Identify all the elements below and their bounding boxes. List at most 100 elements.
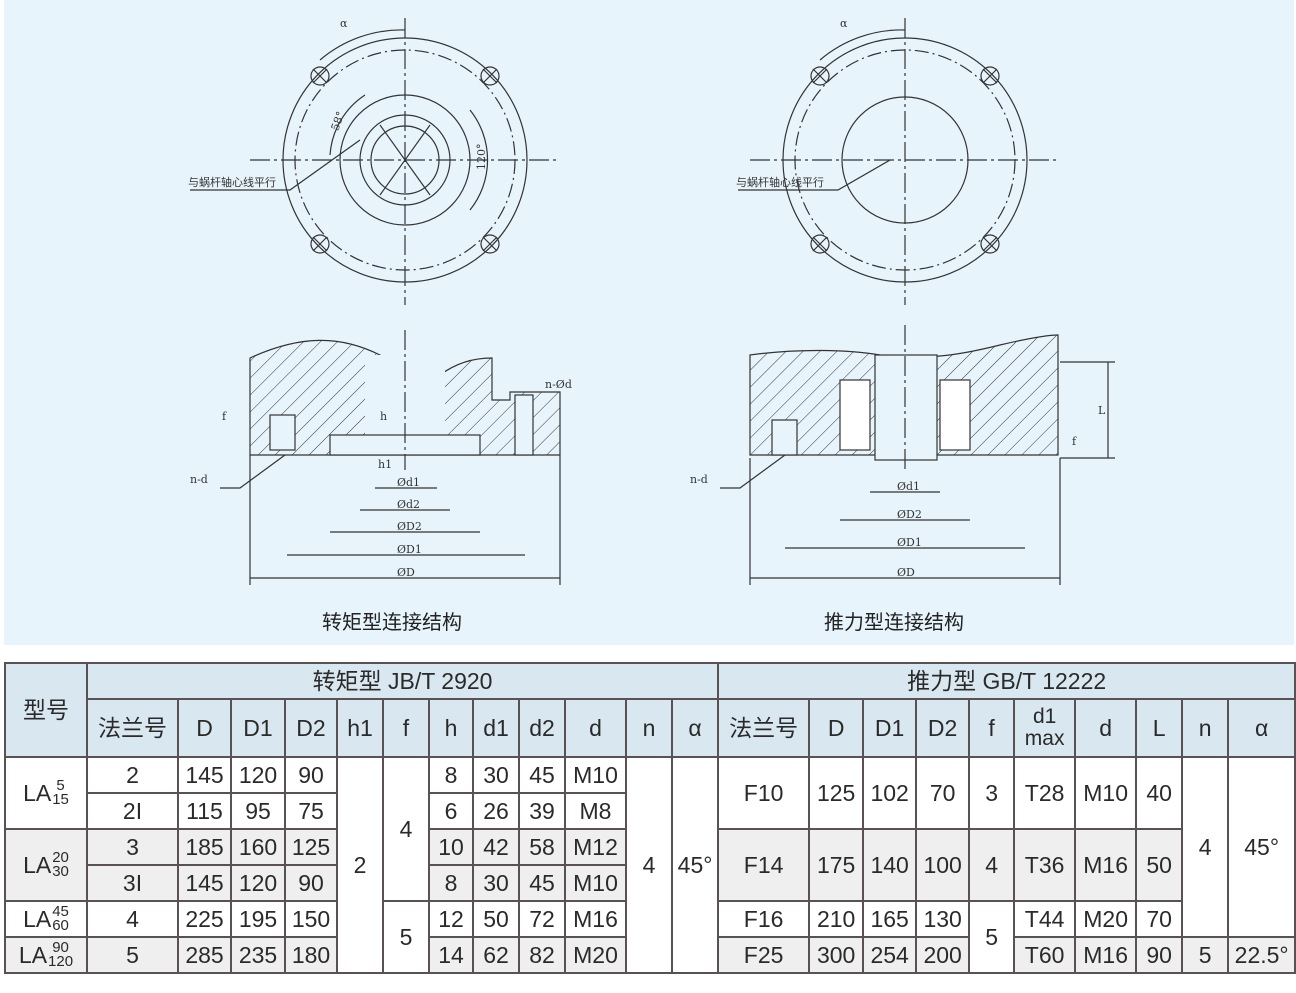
table-cell: 285 bbox=[177, 936, 232, 974]
table-cell: 2 bbox=[86, 756, 179, 794]
table-cell: 160 bbox=[230, 828, 286, 866]
table-cell: 50 bbox=[472, 900, 520, 938]
col-header: D1 bbox=[230, 698, 286, 758]
torque-h-label: h bbox=[380, 410, 387, 423]
table-cell: 235 bbox=[230, 936, 286, 974]
table-cell: 200 bbox=[915, 936, 971, 974]
model-sub: 120 bbox=[48, 953, 74, 970]
table-cell: M10 bbox=[564, 756, 627, 794]
table-cell: F25 bbox=[717, 936, 811, 974]
table-cell: 120 bbox=[230, 864, 286, 902]
table-cell: 185 bbox=[177, 828, 232, 866]
col-header: h1 bbox=[336, 698, 384, 758]
table-cell: 175 bbox=[808, 828, 865, 902]
model-sup: 90 bbox=[52, 939, 69, 956]
col-header: 法兰号 bbox=[86, 698, 179, 758]
table-cell: 58 bbox=[518, 828, 566, 866]
table-cell: 75 bbox=[284, 792, 338, 830]
model-sub: 60 bbox=[52, 917, 69, 934]
table-cell: 72 bbox=[518, 900, 566, 938]
torque-angle2-label: 120° bbox=[475, 144, 488, 171]
table-cell: 165 bbox=[862, 900, 918, 938]
table-cell: 82 bbox=[518, 936, 566, 974]
model-base: LA bbox=[23, 906, 52, 932]
f-cell: 5 bbox=[382, 900, 430, 974]
thrust-nd-label: n-d bbox=[690, 473, 708, 486]
table-cell: 26 bbox=[472, 792, 520, 830]
col-header: f bbox=[382, 698, 430, 758]
table-cell: 45 bbox=[518, 864, 566, 902]
thrust-caption: 推力型连接结构 bbox=[824, 610, 964, 634]
thrust-note-label: 与蜗杆轴心线平行 bbox=[736, 175, 824, 189]
table-cell: T44 bbox=[1013, 900, 1077, 938]
table-cell: F10 bbox=[717, 756, 811, 830]
table-cell: 70 bbox=[1135, 900, 1184, 938]
torque-h1-label: h1 bbox=[378, 458, 392, 471]
table-cell: 195 bbox=[230, 900, 286, 938]
f-cell: 5 bbox=[968, 900, 1016, 974]
thrust-L-label: L bbox=[1098, 404, 1106, 417]
torque-alpha-label: α bbox=[340, 17, 348, 30]
table-cell: 4 bbox=[968, 828, 1016, 902]
table-cell: 8 bbox=[428, 756, 474, 794]
thrust-top-view: α 与蜗杆轴心线平行 bbox=[736, 17, 1060, 305]
col-header: α bbox=[1227, 698, 1296, 758]
table-cell: 42 bbox=[472, 828, 520, 866]
col-header: n bbox=[625, 698, 673, 758]
table-cell: T28 bbox=[1013, 756, 1077, 830]
table-cell: 62 bbox=[472, 936, 520, 974]
bolt-hole-icons bbox=[810, 66, 1000, 254]
col-header: n bbox=[1181, 698, 1230, 758]
table-cell: 102 bbox=[862, 756, 918, 830]
model-header: 型号 bbox=[4, 662, 88, 758]
torque-caption: 转矩型连接结构 bbox=[322, 610, 462, 634]
col-header: d bbox=[564, 698, 627, 758]
col-header: D2 bbox=[915, 698, 971, 758]
table-cell: 3I bbox=[86, 864, 179, 902]
table-cell: 150 bbox=[284, 900, 338, 938]
drawing-area: α 58° 120° 与蜗杆轴心线平行 α 与蜗杆轴心线平行 ØD ØD1 ØD… bbox=[4, 0, 1294, 645]
table-cell: T60 bbox=[1013, 936, 1077, 974]
table-cell: 210 bbox=[808, 900, 865, 938]
torque-section-view: ØD ØD1 ØD2 Ød2 Ød1 n-d n-Ød f h h1 bbox=[190, 330, 572, 585]
table-cell: 95 bbox=[230, 792, 286, 830]
flange-spec-table: 型号 转矩型 JB/T 2920 推力型 GB/T 12222 法兰号 D D1… bbox=[4, 662, 1296, 974]
table-cell: 300 bbox=[808, 936, 865, 974]
table-cell: 3 bbox=[86, 828, 179, 866]
model-sub: 15 bbox=[52, 791, 69, 808]
table-cell: 3 bbox=[968, 756, 1016, 830]
technical-drawings: α 58° 120° 与蜗杆轴心线平行 α 与蜗杆轴心线平行 ØD ØD1 ØD… bbox=[188, 17, 1115, 585]
table-cell: M12 bbox=[564, 828, 627, 866]
alpha-cell: 45° bbox=[670, 756, 720, 974]
table-cell: M20 bbox=[564, 936, 627, 974]
model-base: LA bbox=[18, 942, 48, 968]
n-cell: 4 bbox=[625, 756, 673, 974]
torque-angle1-label: 58° bbox=[329, 110, 348, 133]
torque-nd-label: n-d bbox=[190, 473, 208, 486]
thrust-f-label: f bbox=[1072, 435, 1077, 448]
col-header: d bbox=[1074, 698, 1138, 758]
col-header: f bbox=[968, 698, 1016, 758]
col-header: L bbox=[1135, 698, 1184, 758]
col-header: d2 bbox=[518, 698, 566, 758]
table-cell: 140 bbox=[862, 828, 918, 902]
table-cell: M16 bbox=[1074, 828, 1138, 902]
table-cell: 5 bbox=[86, 936, 179, 974]
table-cell: 225 bbox=[177, 900, 232, 938]
col-header: d1 max bbox=[1013, 698, 1077, 758]
col-header: d1 bbox=[472, 698, 520, 758]
table-cell: 2I bbox=[86, 792, 179, 830]
table-cell: 12 bbox=[428, 900, 474, 938]
table-cell: M16 bbox=[564, 900, 627, 938]
table-cell: 90 bbox=[1135, 936, 1184, 974]
table-cell: 90 bbox=[284, 864, 338, 902]
h1-cell: 2 bbox=[336, 756, 384, 974]
table-cell: 22.5° bbox=[1227, 936, 1296, 974]
col-header: α bbox=[670, 698, 720, 758]
bolt-hole-icons bbox=[310, 66, 500, 254]
